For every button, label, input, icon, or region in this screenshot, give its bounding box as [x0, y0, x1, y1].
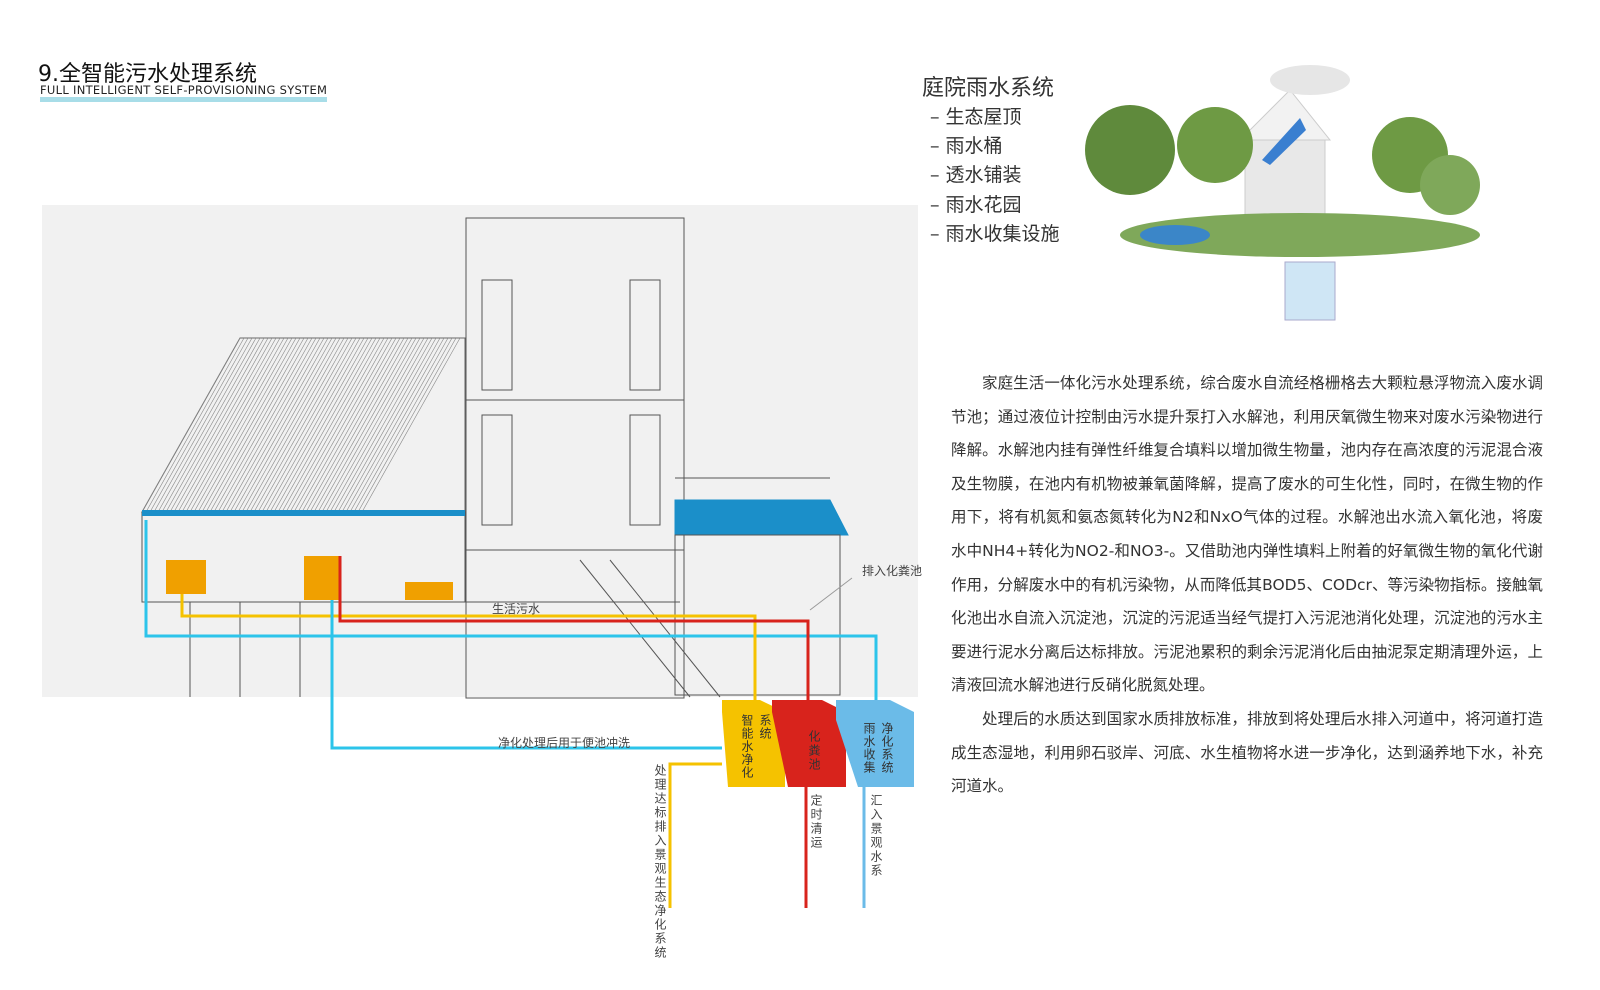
- roof-hatch-line: [221, 337, 321, 513]
- roof-hatch-line: [297, 337, 397, 513]
- roof-hatch-line: [249, 337, 349, 513]
- roof-hatch-line: [189, 337, 289, 513]
- roof-hatch-line: [213, 337, 313, 513]
- page-subtitle: FULL INTELLIGENT SELF-PROVISIONING SYSTE…: [40, 84, 328, 102]
- rain-system-item: – 雨水桶: [930, 135, 1003, 157]
- rain-tank-label-col: 雨水收集: [862, 722, 876, 774]
- roof-hatch-line: [317, 337, 417, 513]
- page-title: 9.全智能污水处理系统: [38, 62, 257, 87]
- roof-hatch-line: [173, 337, 273, 513]
- roof-hatch-line: [165, 337, 265, 513]
- roof-hatch-line: [261, 337, 361, 513]
- rain-system-item: – 生态屋顶: [930, 106, 1022, 128]
- smart-outflow-label: 处理达标排入景观生态净化系统: [653, 764, 667, 960]
- bathroom-fixture: [405, 582, 453, 600]
- roof-hatch-line: [285, 337, 385, 513]
- roof-hatch-line: [321, 337, 421, 513]
- label-to-septic: 排入化粪池: [862, 564, 923, 578]
- roof-hatch-line: [181, 337, 281, 513]
- roof-hatch-line: [229, 337, 329, 513]
- rain-tank-label: 净化系统 雨水收集: [862, 722, 894, 774]
- roof-hatch-line: [177, 337, 277, 513]
- roof-hatch-line: [305, 337, 405, 513]
- rain-system-item: – 雨水花园: [930, 194, 1022, 216]
- rain-system-item: – 透水铺装: [930, 164, 1022, 186]
- roof-hatch-line: [309, 337, 409, 513]
- roof-hatch-line: [185, 337, 285, 513]
- rain-tank: [836, 700, 914, 787]
- roof-hatch-line: [241, 337, 341, 513]
- grey-water-pipe: [180, 594, 757, 700]
- smart-tank-label-col: 系统: [758, 714, 772, 740]
- roof-hatch-line: [337, 337, 437, 513]
- rain-system-title: 庭院雨水系统: [922, 76, 1055, 101]
- roof-hatch-line: [233, 337, 333, 513]
- black-water-pipe: [338, 556, 810, 700]
- septic-tank: [772, 700, 846, 787]
- roof-hatch-line: [237, 337, 337, 513]
- roof-hatch-line: [349, 337, 449, 513]
- roof-hatch-line: [161, 337, 261, 513]
- roof-hatch-line: [273, 337, 373, 513]
- label-reuse: 净化处理后用于便池冲洗: [498, 736, 631, 750]
- septic-outflow-label: 定时清运: [809, 794, 823, 850]
- rain-garden-illustration: [1085, 65, 1480, 321]
- smart-outflow-pipe: [668, 762, 722, 908]
- roof-hatch-line: [169, 337, 269, 513]
- roof-hatch-line: [197, 337, 297, 513]
- roof-hatch-line: [289, 337, 389, 513]
- roof-hatch-line: [325, 337, 425, 513]
- roof-hatch-line: [149, 337, 249, 513]
- roof-hatch-line: [357, 337, 457, 513]
- roof-hatch-line: [269, 337, 369, 513]
- roof-hatch-line: [153, 337, 253, 513]
- roof-hatch-line: [293, 337, 393, 513]
- roof-hatch-line: [205, 337, 305, 513]
- leader-line: [809, 577, 853, 611]
- roof-hatch-line: [341, 337, 441, 513]
- rain-outflow-label: 汇入景观水系: [869, 794, 883, 878]
- roof-hatch-line: [209, 337, 309, 513]
- description: 家庭生活一体化污水处理系统，综合废水自流经格栅格去大颗粒悬浮物流入废水调节池；通…: [951, 367, 1543, 804]
- roof-hatch-line: [257, 337, 357, 513]
- kitchen-fixture: [166, 560, 206, 594]
- roof-hatch-line: [301, 337, 401, 513]
- roof-hatch-line: [141, 337, 241, 513]
- reuse-pipe: [330, 600, 722, 750]
- building-lines: [141, 217, 849, 699]
- roof-hatch-line: [245, 337, 345, 513]
- septic-tank-label: 化粪池: [807, 730, 821, 772]
- roof-hatch-line: [333, 337, 433, 513]
- smart-tank-label: 系统 智能水净化: [740, 714, 772, 779]
- rain-system-item: – 雨水收集设施: [930, 223, 1060, 245]
- roof-hatch-line: [145, 337, 245, 513]
- smart-tank: [722, 700, 785, 787]
- roof-hatch-line: [225, 337, 325, 513]
- roof-hatch-line: [201, 337, 301, 513]
- roof-hatch-line: [345, 337, 445, 513]
- roof-hatch-line: [277, 337, 377, 513]
- roof-hatch-line: [281, 337, 381, 513]
- washing-machine: [304, 556, 340, 600]
- tanks: [722, 700, 914, 787]
- description-paragraph: 家庭生活一体化污水处理系统，综合废水自流经格栅格去大颗粒悬浮物流入废水调节池；通…: [951, 374, 1543, 695]
- roof-slope: [141, 337, 466, 513]
- roof-hatch-line: [361, 337, 461, 513]
- rain-pipe: [144, 520, 878, 700]
- description-paragraph: 处理后的水质达到国家水质排放标准，排放到将处理后水排入河道中，将河道打造成生态湿…: [951, 709, 1543, 796]
- roof-hatch-line: [253, 337, 353, 513]
- label-domestic-sewage: 生活污水: [492, 602, 541, 616]
- smart-tank-label-col: 智能水净化: [740, 714, 754, 779]
- roof-hatch-line: [313, 337, 413, 513]
- roof-hatch-line: [265, 337, 365, 513]
- roof-hatch-line: [217, 337, 317, 513]
- roof-hatch-line: [329, 337, 429, 513]
- roof-hatch-line: [157, 337, 257, 513]
- roof-hatch-line: [353, 337, 453, 513]
- rain-tank-label-col: 净化系统: [880, 722, 894, 774]
- roof-hatch-line: [193, 337, 293, 513]
